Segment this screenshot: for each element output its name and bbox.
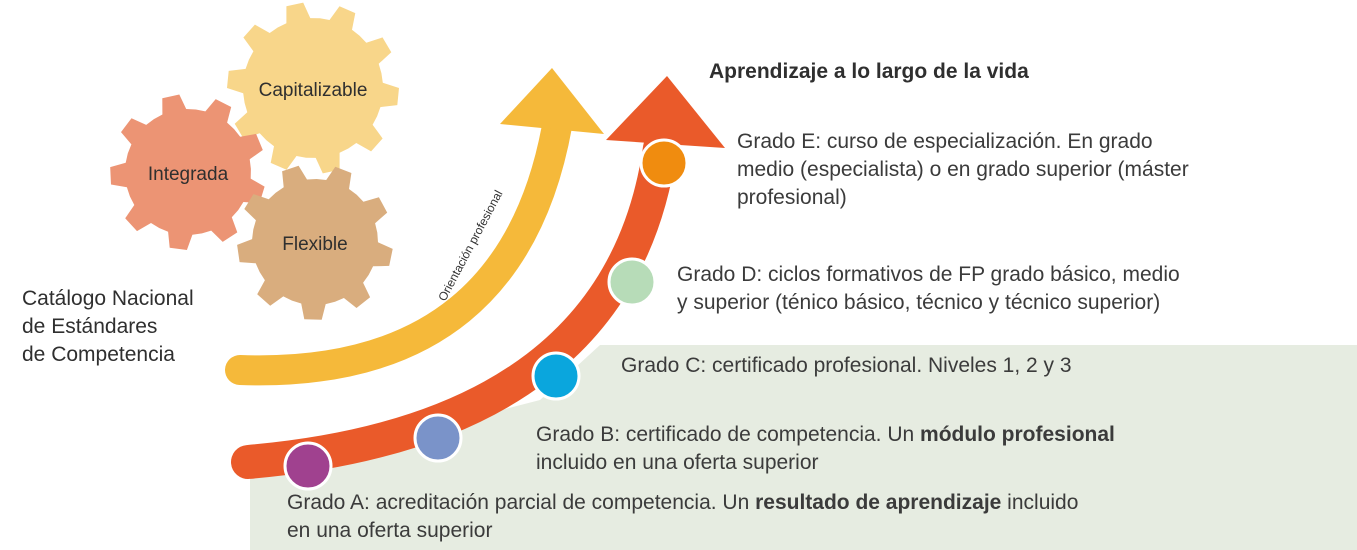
grade-e-line-1: Grado E: curso de especialización. En gr… xyxy=(737,130,1153,153)
grade-c-text: Grado C: certificado profesional. Nivele… xyxy=(621,354,1072,377)
grade-d-dot xyxy=(607,257,657,307)
catalog-label: Catálogo Nacional de Estándares de Compe… xyxy=(22,285,194,369)
grade-a-text: Grado A: acreditación parcial de compete… xyxy=(287,489,1078,545)
grade-a-dot xyxy=(283,441,333,491)
gear-label-capitalizable: Capitalizable xyxy=(259,80,368,101)
grade-b-highlight: módulo profesional xyxy=(920,423,1115,446)
grade-b-line-2: incluido en una oferta superior xyxy=(536,451,819,474)
gear-capitalizable xyxy=(227,2,399,174)
guidance-arrow-head xyxy=(500,68,604,134)
grade-b-prefix: Grado B: certificado de competencia. Un xyxy=(536,423,921,446)
grade-b-text: Grado B: certificado de competencia. Un … xyxy=(536,421,1115,477)
catalog-label-line-1: Catálogo Nacional xyxy=(22,287,194,310)
grade-d-line-1: Grado D: ciclos formativos de FP grado b… xyxy=(677,263,1180,286)
grade-e-dot xyxy=(639,138,689,188)
grade-a-line-1: Grado A: acreditación parcial de compete… xyxy=(287,489,1078,517)
grade-a-highlight: resultado de aprendizaje xyxy=(755,491,1002,514)
grade-b-line-1: Grado B: certificado de competencia. Un … xyxy=(536,421,1115,449)
grade-e-line-3: profesional) xyxy=(737,186,847,209)
catalog-label-line-3: de Competencia xyxy=(22,343,175,366)
gear-label-flexible: Flexible xyxy=(282,234,347,255)
catalog-label-line-2: de Estándares xyxy=(22,315,158,338)
gear-flex-shape xyxy=(237,165,393,320)
grade-b-dot xyxy=(413,413,463,463)
grade-c-dot xyxy=(531,351,581,401)
grade-d-text: Grado D: ciclos formativos de FP grado b… xyxy=(677,261,1180,317)
gear-integrada xyxy=(110,94,265,250)
gear-cap-shape xyxy=(227,2,399,174)
grade-e-line-2: medio (especialista) o en grado superior… xyxy=(737,158,1189,181)
grade-e-text: Grado E: curso de especialización. En gr… xyxy=(737,128,1189,212)
grade-a-prefix: Grado A: acreditación parcial de compete… xyxy=(287,491,756,514)
grade-a-line-2: en una oferta superior xyxy=(287,519,493,542)
grade-d-line-2: y superior (ténico básico, técnico y téc… xyxy=(677,291,1161,314)
gear-flexible xyxy=(237,165,393,320)
lifelong-title: Aprendizaje a lo largo de la vida xyxy=(709,60,1029,83)
gear-int-shape xyxy=(110,94,265,250)
gear-label-integrada: Integrada xyxy=(148,164,229,185)
background-panel xyxy=(250,345,1357,550)
lifelong-arrow-head xyxy=(606,76,725,148)
guidance-arrow-body xyxy=(225,93,575,386)
grade-a-suffix: incluido xyxy=(1001,491,1079,514)
